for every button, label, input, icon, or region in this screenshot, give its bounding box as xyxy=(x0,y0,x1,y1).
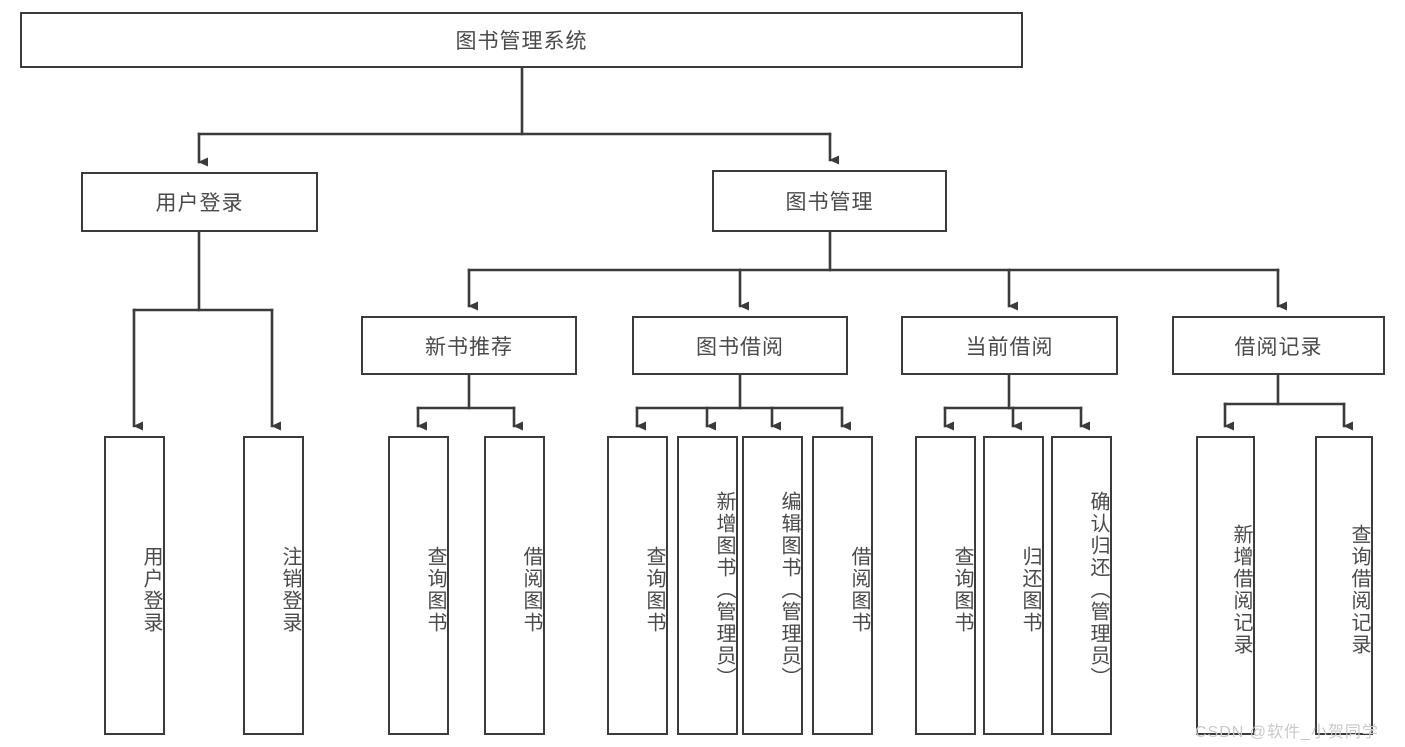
node-borrow-record[interactable]: 借阅记录 xyxy=(1172,316,1385,375)
node-user-login[interactable]: 用户登录 xyxy=(81,172,318,232)
leaf-return-book[interactable]: 归还图书 xyxy=(983,436,1044,735)
watermark-text: CSDN @软件_小贺同学 xyxy=(1195,724,1379,741)
node-root[interactable]: 图书管理系统 xyxy=(20,12,1023,68)
leaf-query-book-borrow[interactable]: 查询图书 xyxy=(607,436,668,735)
node-new-book-recommend[interactable]: 新书推荐 xyxy=(361,316,577,375)
leaf-add-book-admin[interactable]: 新增图书（管理员） xyxy=(677,436,738,735)
node-current-borrow[interactable]: 当前借阅 xyxy=(901,316,1118,375)
leaf-borrow-book-rec[interactable]: 借阅图书 xyxy=(484,436,545,735)
leaf-query-book-current[interactable]: 查询图书 xyxy=(915,436,976,735)
leaf-edit-book-admin[interactable]: 编辑图书（管理员） xyxy=(742,436,803,735)
leaf-logout[interactable]: 注销登录 xyxy=(243,436,304,735)
node-book-manage[interactable]: 图书管理 xyxy=(712,170,947,232)
leaf-query-borrow-record[interactable]: 查询借阅记录 xyxy=(1315,436,1373,735)
leaf-query-book-rec[interactable]: 查询图书 xyxy=(388,436,449,735)
leaf-user-login[interactable]: 用户登录 xyxy=(104,436,165,735)
leaf-confirm-return-admin[interactable]: 确认归还（管理员） xyxy=(1051,436,1112,735)
leaf-add-borrow-record[interactable]: 新增借阅记录 xyxy=(1196,436,1255,735)
node-book-borrow[interactable]: 图书借阅 xyxy=(632,316,848,375)
leaf-borrow-book[interactable]: 借阅图书 xyxy=(812,436,873,735)
